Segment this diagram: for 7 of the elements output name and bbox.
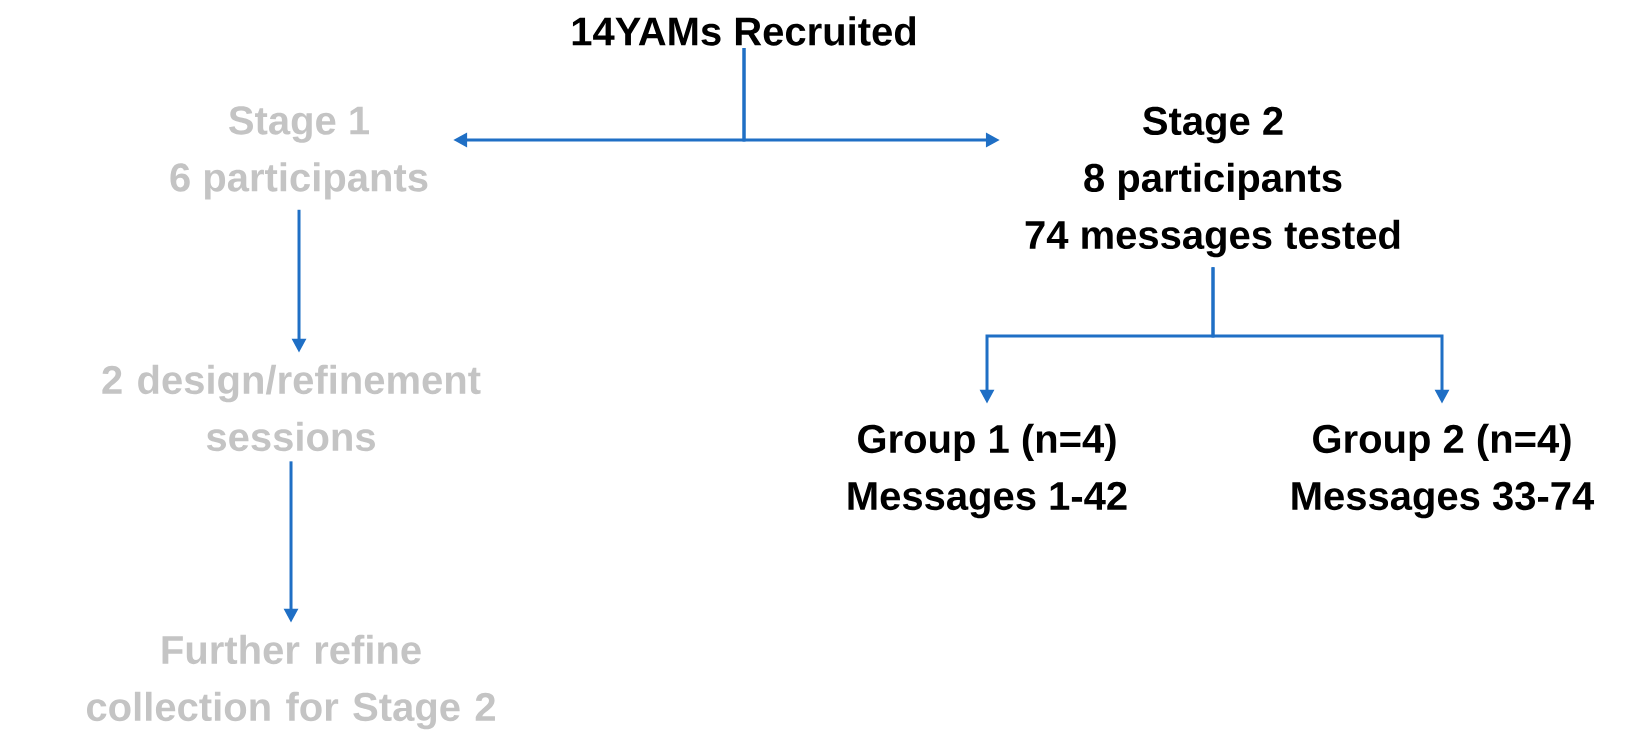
flow-step-text: 14YAMs Recruited — [572, 16, 916, 46]
flow-step-text: Stage 2 8 participants 74 messages tested — [1025, 106, 1400, 258]
flow-step-text: Stage 1 6 participants — [170, 106, 428, 200]
flow-step-text: Group 2 (n=4) Messages 33-74 — [1292, 423, 1595, 519]
flow-step-text: Further refine collection for Stage 2 — [87, 634, 495, 730]
flow-step-text: 2 design/refinement sessions — [102, 364, 481, 452]
flow-step-text: Group 1 (n=4) Messages 1-42 — [848, 423, 1127, 519]
